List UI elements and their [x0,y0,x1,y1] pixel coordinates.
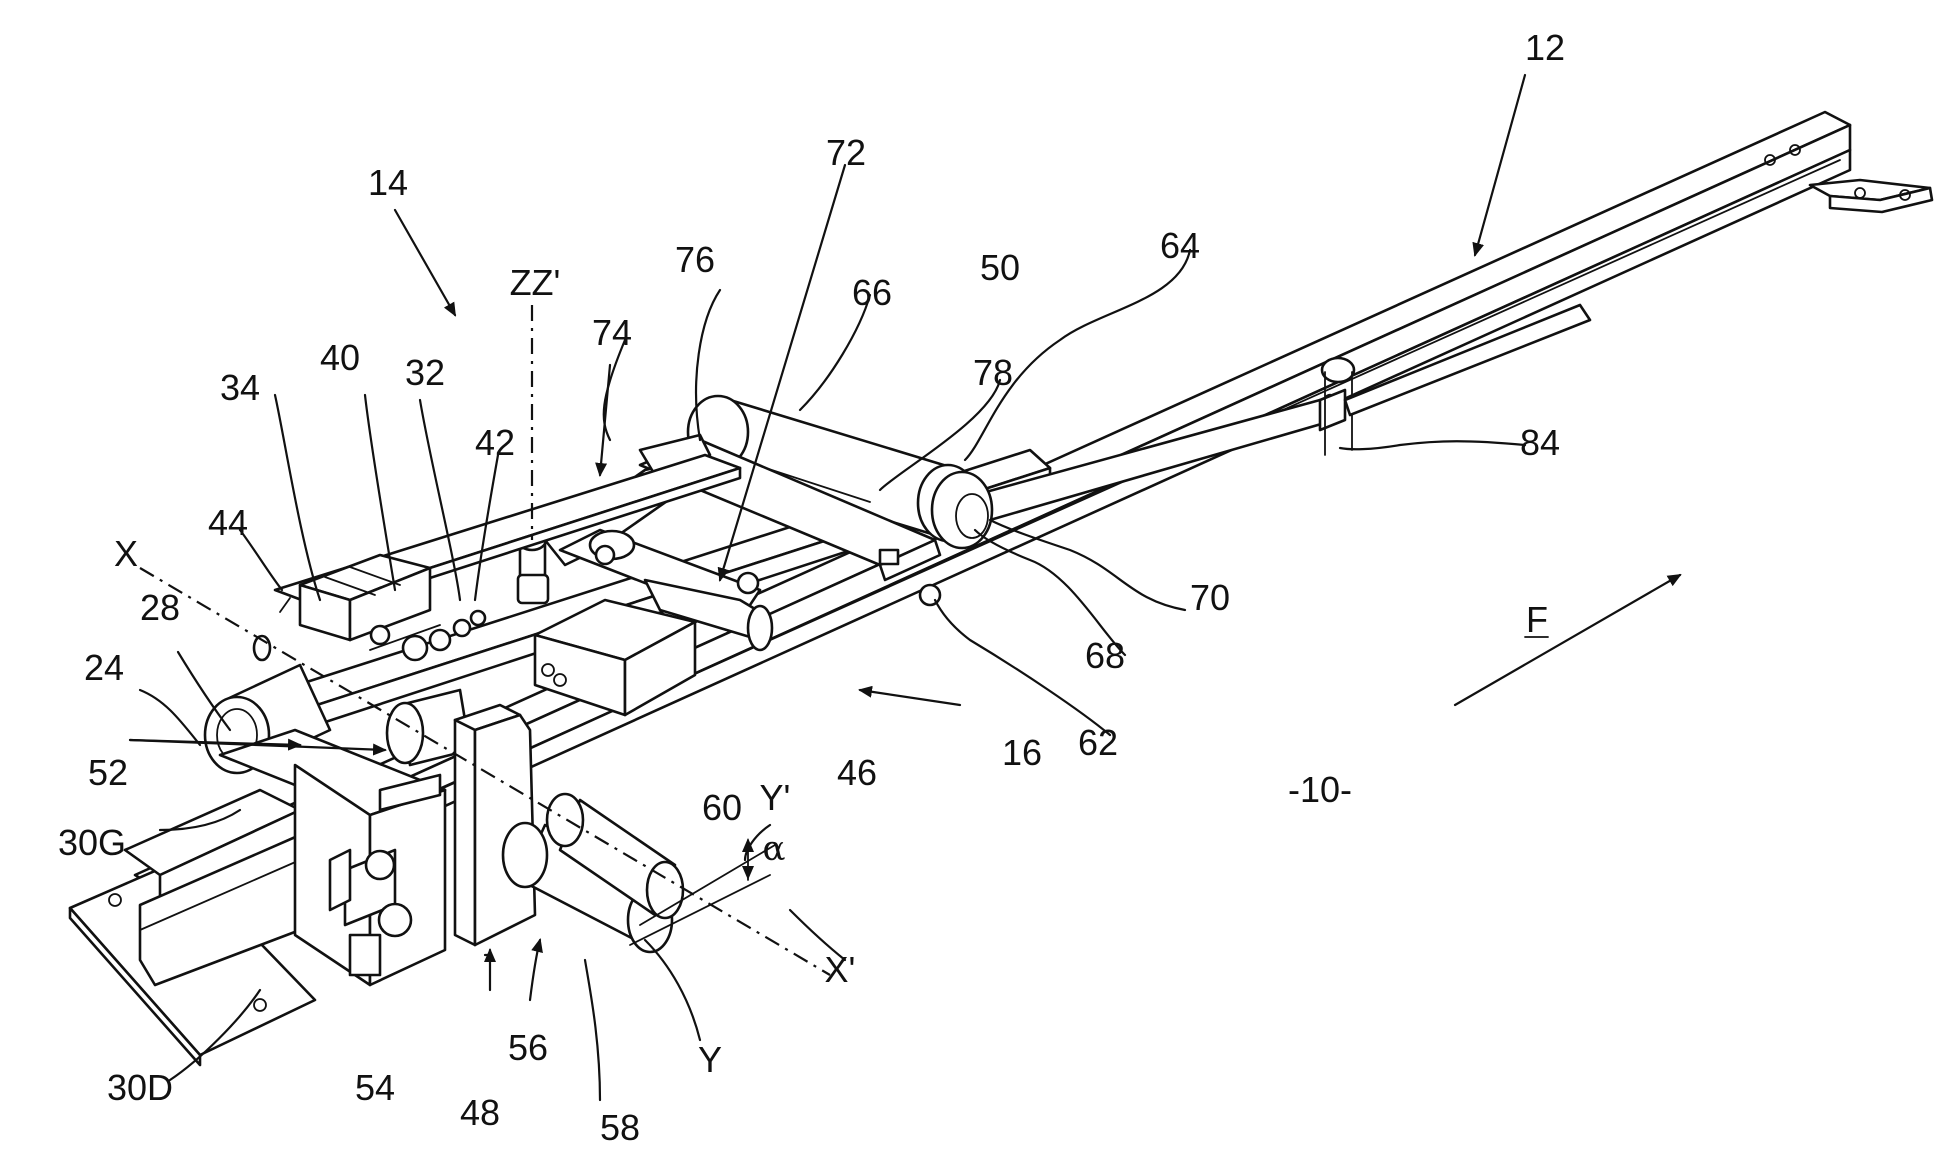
label-14: 14 [368,162,408,203]
label-44: 44 [208,502,248,543]
label-46: 46 [837,752,877,793]
label-X: X [114,533,138,574]
label-76: 76 [675,239,715,280]
label-60: 60 [702,787,742,828]
label-64: 64 [1160,225,1200,266]
label-16: 16 [1002,732,1042,773]
label-30D: 30D [107,1067,173,1108]
label-84: 84 [1520,422,1560,463]
label-34: 34 [220,367,260,408]
label-54: 54 [355,1067,395,1108]
label-68: 68 [1085,635,1125,676]
rail-end-plate [1810,180,1932,212]
label-alpha: α [763,829,786,869]
label-30G: 30G [58,822,126,863]
label-Xp: X' [825,949,856,990]
label-62: 62 [1078,722,1118,763]
alpha-arrow-down [742,866,754,880]
label-28: 28 [140,587,180,628]
label-66: 66 [852,272,892,313]
actuator-tube [975,305,1590,520]
label-42: 42 [475,422,515,463]
label-78: 78 [973,352,1013,393]
label-12: 12 [1525,27,1565,68]
label-Y: Y [698,1039,722,1080]
label-56: 56 [508,1027,548,1068]
label-24: 24 [84,647,124,688]
label-48: 48 [460,1092,500,1133]
direction-arrow-F [1455,575,1680,705]
label-F: F [1526,599,1548,640]
label-52: 52 [88,752,128,793]
label-58: 58 [600,1107,640,1148]
label-50: 50 [980,247,1020,288]
label-Yp: Y' [760,777,791,818]
label-40: 40 [320,337,360,378]
label-72: 72 [826,132,866,173]
label-70: 70 [1190,577,1230,618]
label-74: 74 [592,312,632,353]
label-32: 32 [405,352,445,393]
figure-number: -10- [1288,769,1352,810]
label-ZZp: ZZ' [510,262,561,303]
